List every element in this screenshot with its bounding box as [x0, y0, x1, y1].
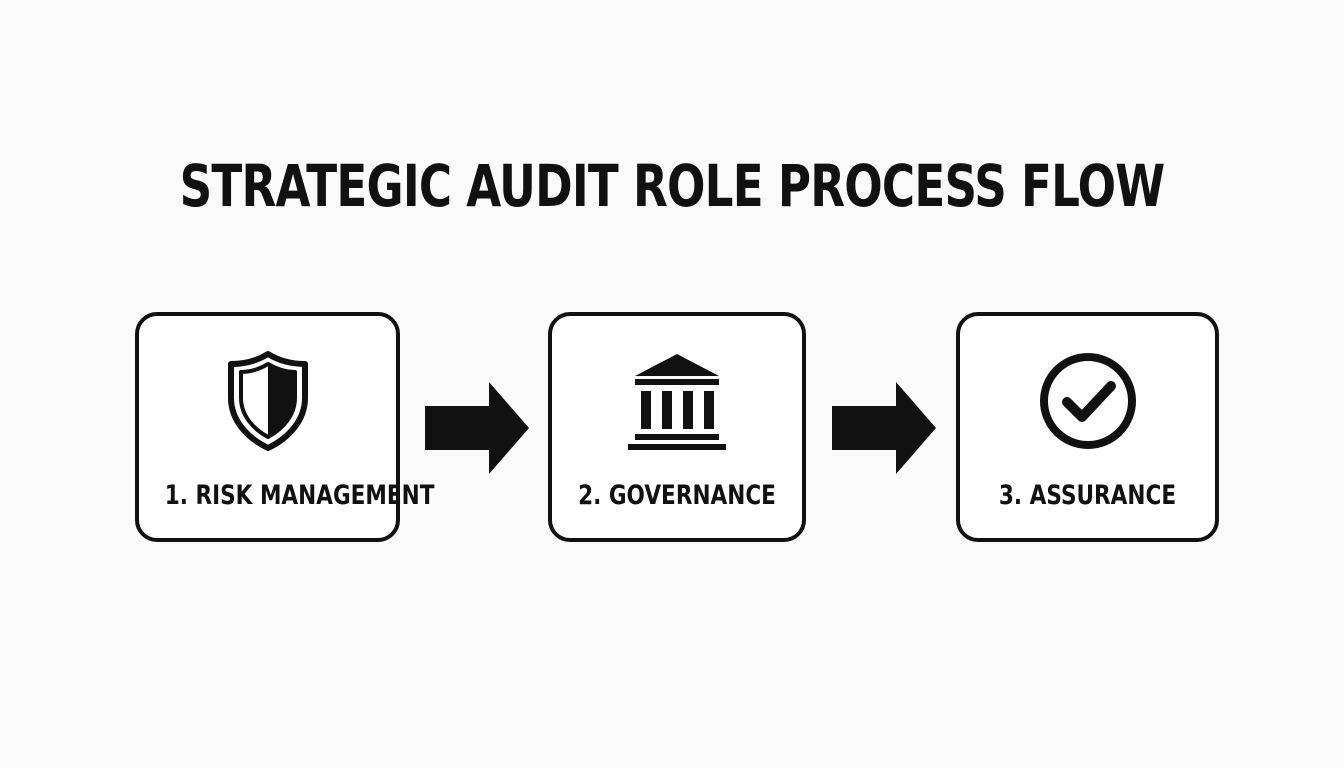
- bank-building-icon: [622, 346, 732, 456]
- arrow-right-icon: [830, 380, 940, 476]
- diagram-title: STRATEGIC AUDIT ROLE PROCESS FLOW: [179, 152, 1166, 220]
- step-assurance: 3. ASSURANCE: [956, 312, 1219, 542]
- step-label: 3. ASSURANCE: [998, 480, 1177, 511]
- step-governance: 2. GOVERNANCE: [548, 312, 806, 542]
- step-label: 2. GOVERNANCE: [578, 480, 776, 511]
- arrow-right-icon: [423, 380, 533, 476]
- check-circle-icon: [1033, 346, 1143, 456]
- shield-icon: [213, 346, 323, 456]
- step-label: 1. RISK MANAGEMENT: [164, 480, 435, 511]
- step-risk-management: 1. RISK MANAGEMENT: [135, 312, 435, 542]
